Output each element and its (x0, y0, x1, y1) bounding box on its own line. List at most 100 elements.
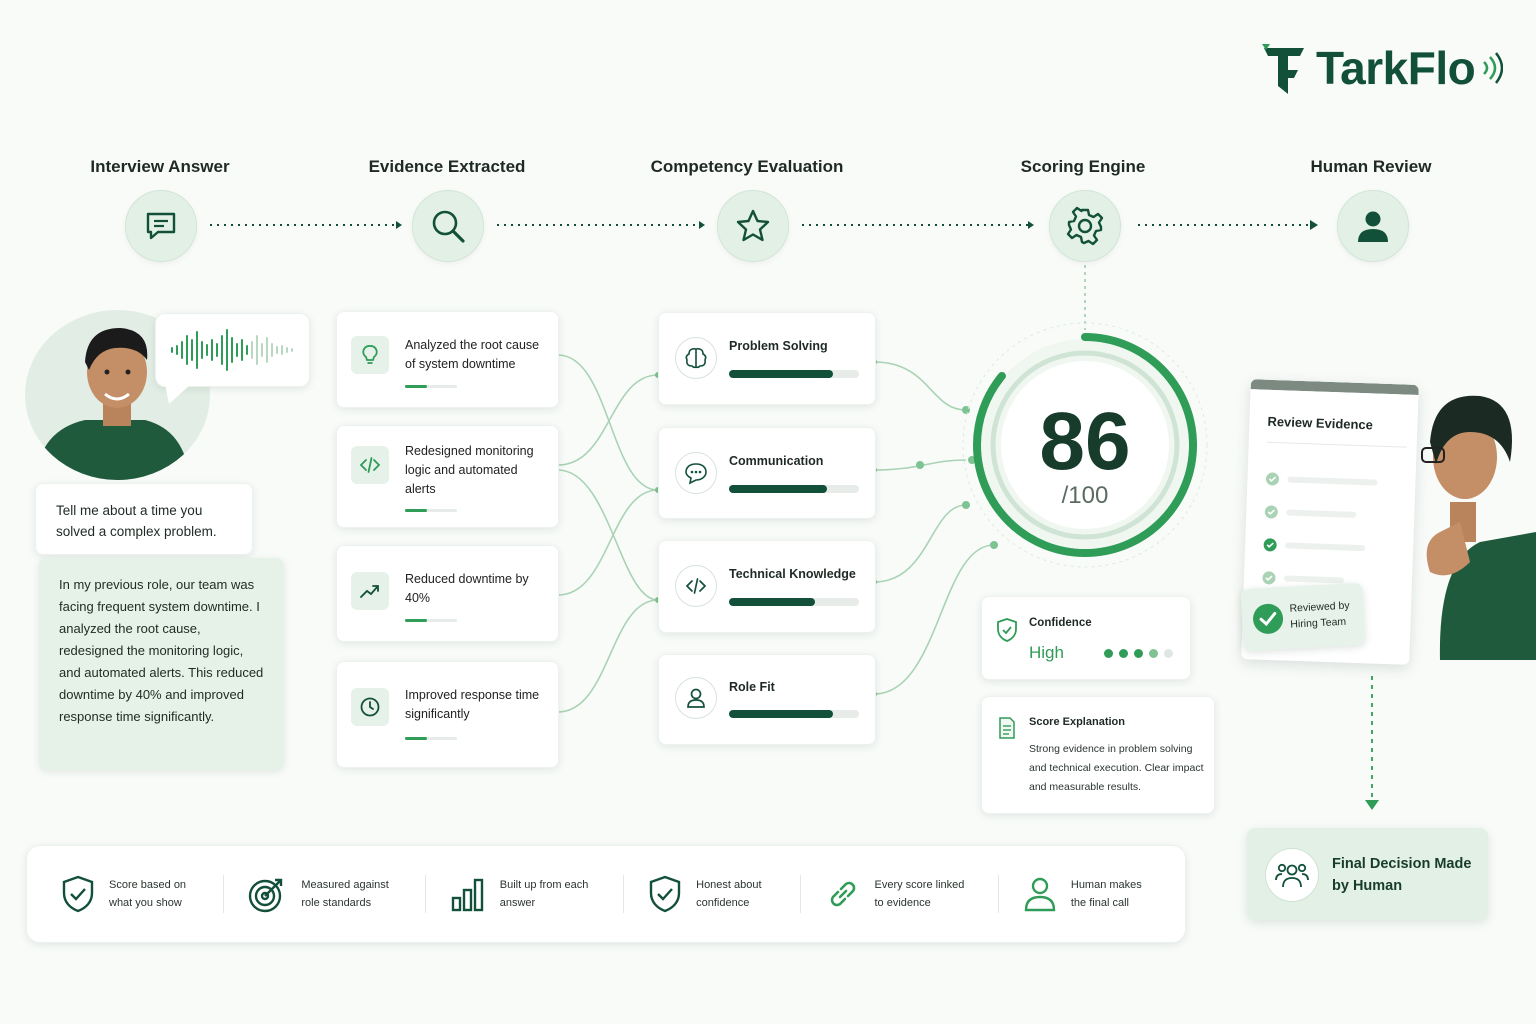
competency-bar-fill (729, 370, 833, 378)
confidence-dot (1119, 649, 1128, 658)
review-title: Review Evidence (1267, 413, 1374, 433)
score-explanation-card: Score Explanation Strong evidence in pro… (981, 696, 1215, 814)
competency-label: Technical Knowledge (729, 567, 856, 581)
step-title-competency-evaluation: Competency Evaluation (650, 157, 844, 176)
confidence-card: Confidence High (981, 596, 1191, 680)
step-evidence-extracted (412, 190, 484, 262)
competency-bar-fill (729, 710, 833, 718)
check-circle-icon (1264, 504, 1278, 518)
confidence-dot (1149, 649, 1158, 658)
check-circle-icon (1263, 537, 1277, 551)
lightbulb-icon (351, 336, 389, 374)
review-check-item (1263, 528, 1376, 565)
check-circle-icon (1265, 471, 1279, 485)
step-title-human-review: Human Review (1310, 157, 1432, 176)
step-title-scoring-engine: Scoring Engine (1020, 157, 1146, 176)
evidence-text: Reduced downtime by 40% (405, 572, 529, 605)
evidence-text: Improved response time significantly (405, 688, 540, 721)
review-evidence-panel: Review Evidence (1241, 379, 1419, 665)
audio-waveform-icon (171, 329, 293, 371)
review-check-item (1265, 462, 1378, 499)
feature-item: Built up from each answer (450, 876, 600, 912)
competency-bar (729, 710, 859, 718)
evidence-strength-bar (405, 385, 457, 388)
link-icon (830, 881, 855, 907)
feature-item: Human makes the final call (1023, 876, 1151, 912)
score-max: /100 (1061, 482, 1109, 509)
final-decision-text: Final Decision Made by Human (1332, 856, 1472, 894)
feature-item: Every score linked to evidence (825, 876, 975, 912)
review-checklist (1261, 462, 1378, 598)
feature-text: Every score linked to evidence (874, 879, 965, 909)
feature-text: Measured against role standards (301, 879, 389, 909)
answer-card: In my previous role, our team was facing… (39, 558, 284, 770)
answer-text: In my previous role, our team was facing… (59, 577, 264, 724)
team-icon (1265, 848, 1319, 902)
shield-check-icon (62, 875, 94, 913)
feature-item: Honest about confidence (648, 875, 776, 913)
review-check-item (1264, 495, 1377, 532)
competency-bar (729, 370, 859, 378)
confidence-dots (1104, 649, 1173, 658)
explanation-text: Strong evidence in problem solving and t… (1029, 743, 1204, 793)
step-competency-evaluation (717, 190, 789, 262)
target-icon (249, 878, 283, 913)
speech-bubble-icon (675, 452, 717, 494)
signal-waves-icon (1483, 52, 1504, 84)
confidence-dot (1164, 649, 1173, 658)
bubble-tail (165, 384, 191, 404)
evidence-strength-bar (405, 509, 457, 512)
evidence-card-4: Improved response time significantly (336, 661, 559, 768)
competency-bar (729, 598, 859, 606)
tarkflo-logo-icon (1262, 44, 1304, 94)
confidence-dot (1104, 649, 1113, 658)
brain-icon (675, 337, 717, 379)
person-icon (1358, 211, 1388, 242)
check-circle-icon (1262, 570, 1276, 584)
star-icon (736, 209, 770, 242)
search-icon (432, 210, 465, 243)
question-card: Tell me about a time you solved a comple… (35, 483, 253, 555)
confidence-dot (1134, 649, 1143, 658)
chat-icon (146, 212, 176, 240)
brand-name: TarkFlo (1316, 42, 1476, 94)
bar-chart-icon (451, 878, 483, 912)
evidence-card-2: Redesigned monitoring logic and automate… (336, 425, 559, 528)
step-title-evidence-extracted: Evidence Extracted (368, 157, 526, 176)
score-value: 86 (1039, 396, 1131, 487)
features-bar: Score based on what you show Measured ag… (26, 845, 1186, 943)
final-decision-card: Final Decision Made by Human (1247, 828, 1488, 920)
score-arc (973, 333, 1197, 557)
evidence-strength-bar (405, 737, 457, 740)
reviewed-badge-text: Reviewed by Hiring Team (1289, 599, 1350, 631)
competency-card-communication: Communication (658, 427, 876, 519)
gear-icon (1066, 206, 1104, 246)
competency-card-technical-knowledge: Technical Knowledge (658, 540, 876, 633)
feature-text: Human makes the final call (1070, 879, 1142, 909)
evidence-text: Analyzed the root cause of system downti… (405, 338, 540, 371)
user-icon (675, 677, 717, 719)
step-title-interview-answer: Interview Answer (90, 157, 230, 176)
competency-bar (729, 485, 859, 493)
evidence-text: Redesigned monitoring logic and automate… (405, 444, 534, 496)
feature-text: Honest about confidence (696, 879, 762, 909)
step-scoring-engine (1049, 190, 1121, 262)
competency-label: Problem Solving (729, 339, 828, 353)
competency-bar-fill (729, 485, 827, 493)
evidence-card-3: Reduced downtime by 40% (336, 545, 559, 642)
clock-icon (351, 688, 389, 726)
confidence-value: High (1029, 643, 1064, 662)
competency-label: Communication (729, 454, 824, 468)
check-circle-icon (1253, 603, 1284, 634)
question-text: Tell me about a time you solved a comple… (56, 503, 217, 539)
score-gauge: 86 /100 (960, 320, 1210, 570)
document-icon (999, 717, 1015, 739)
feature-item: Score based on what you show (61, 875, 199, 913)
user-icon (1024, 877, 1056, 912)
feature-item: Measured against role standards (247, 874, 401, 914)
audio-waveform-bubble (155, 313, 310, 387)
code-icon (675, 565, 717, 607)
confidence-label: Confidence (1029, 617, 1092, 629)
competency-card-problem-solving: Problem Solving (658, 312, 876, 405)
step-interview-answer (125, 190, 197, 262)
